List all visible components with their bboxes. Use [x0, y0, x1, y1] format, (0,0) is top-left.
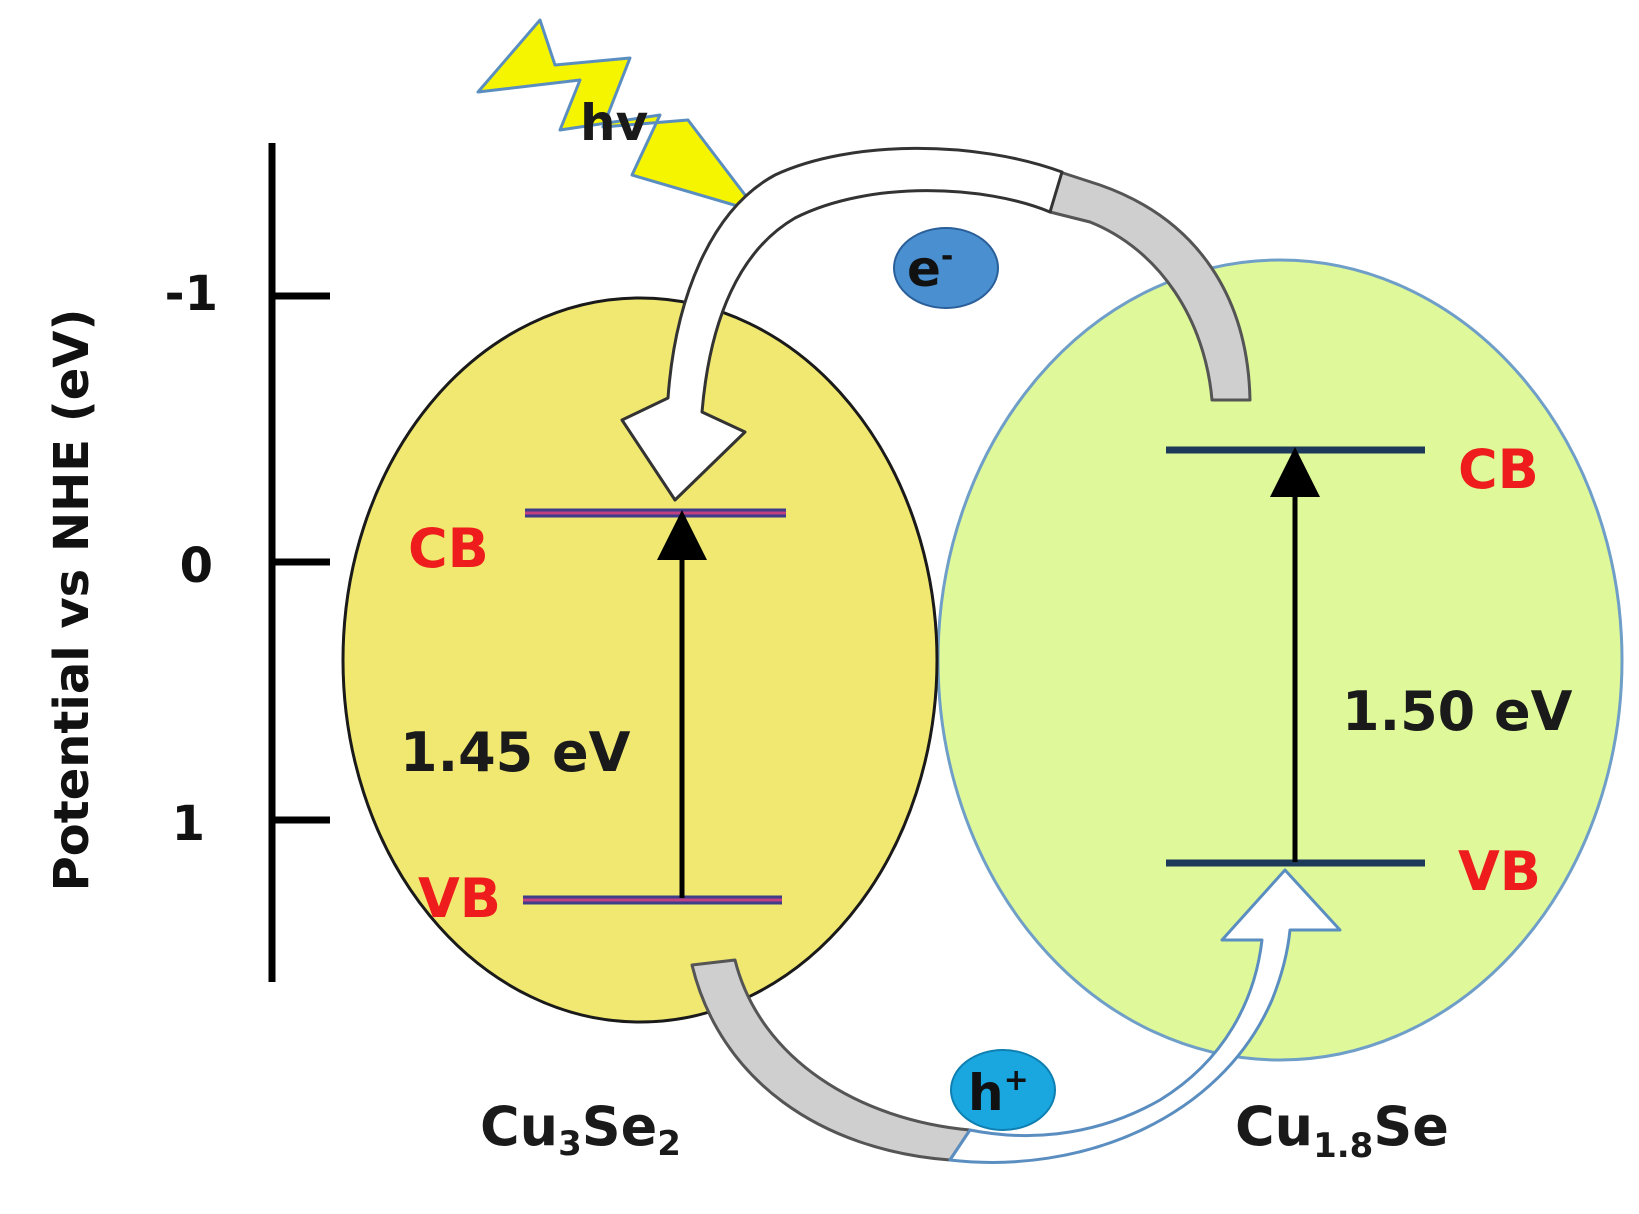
- potential-axis: -1 0 1 Potential vs NHE (eV): [44, 143, 330, 982]
- cu1-8se-bands: CB VB 1.50 eV: [1166, 438, 1573, 903]
- hole-carrier: h+: [950, 1049, 1056, 1131]
- hole-arrow-gray-body: [690, 958, 972, 1162]
- light-label: hv: [580, 94, 648, 152]
- cu1-8se-vb-label: VB: [1458, 840, 1541, 903]
- axis-title: Potential vs NHE (eV): [44, 309, 100, 892]
- light-excitation: hv: [476, 18, 760, 214]
- cu3se2-cb-label: CB: [408, 517, 489, 580]
- electron-carrier: e-: [893, 227, 999, 309]
- electron-ball-icon: [893, 227, 999, 309]
- cu1-8se-name: Cu1.8Se: [1235, 1095, 1449, 1166]
- electron-transfer-arrow: [620, 146, 1252, 502]
- axis-tick-label-1: 1: [172, 796, 205, 852]
- axis-tick-label-0: 0: [180, 538, 213, 594]
- cu3se2-gap-label: 1.45 eV: [400, 721, 631, 784]
- cu1-8se-cb-label: CB: [1458, 438, 1539, 501]
- electron-arrow-white-shape: [620, 146, 1064, 502]
- axis-tick-label-minus-1: -1: [165, 266, 218, 322]
- cu3se2-ellipse: [341, 296, 939, 1024]
- electron-label: e-: [907, 239, 953, 298]
- hole-transfer-arrow: [690, 868, 1342, 1164]
- cu3se2-bands: CB VB 1.45 eV: [400, 508, 786, 930]
- hole-ball-icon: [950, 1049, 1056, 1131]
- cu3se2-vb-label: VB: [418, 867, 501, 930]
- cu3se2-name: Cu3Se2: [480, 1095, 681, 1164]
- lightning-bolt-icon: [476, 18, 760, 214]
- hole-label: h+: [968, 1063, 1029, 1122]
- cu1-8se-gap-label: 1.50 eV: [1342, 680, 1573, 743]
- hole-arrow-white-shape: [948, 868, 1342, 1164]
